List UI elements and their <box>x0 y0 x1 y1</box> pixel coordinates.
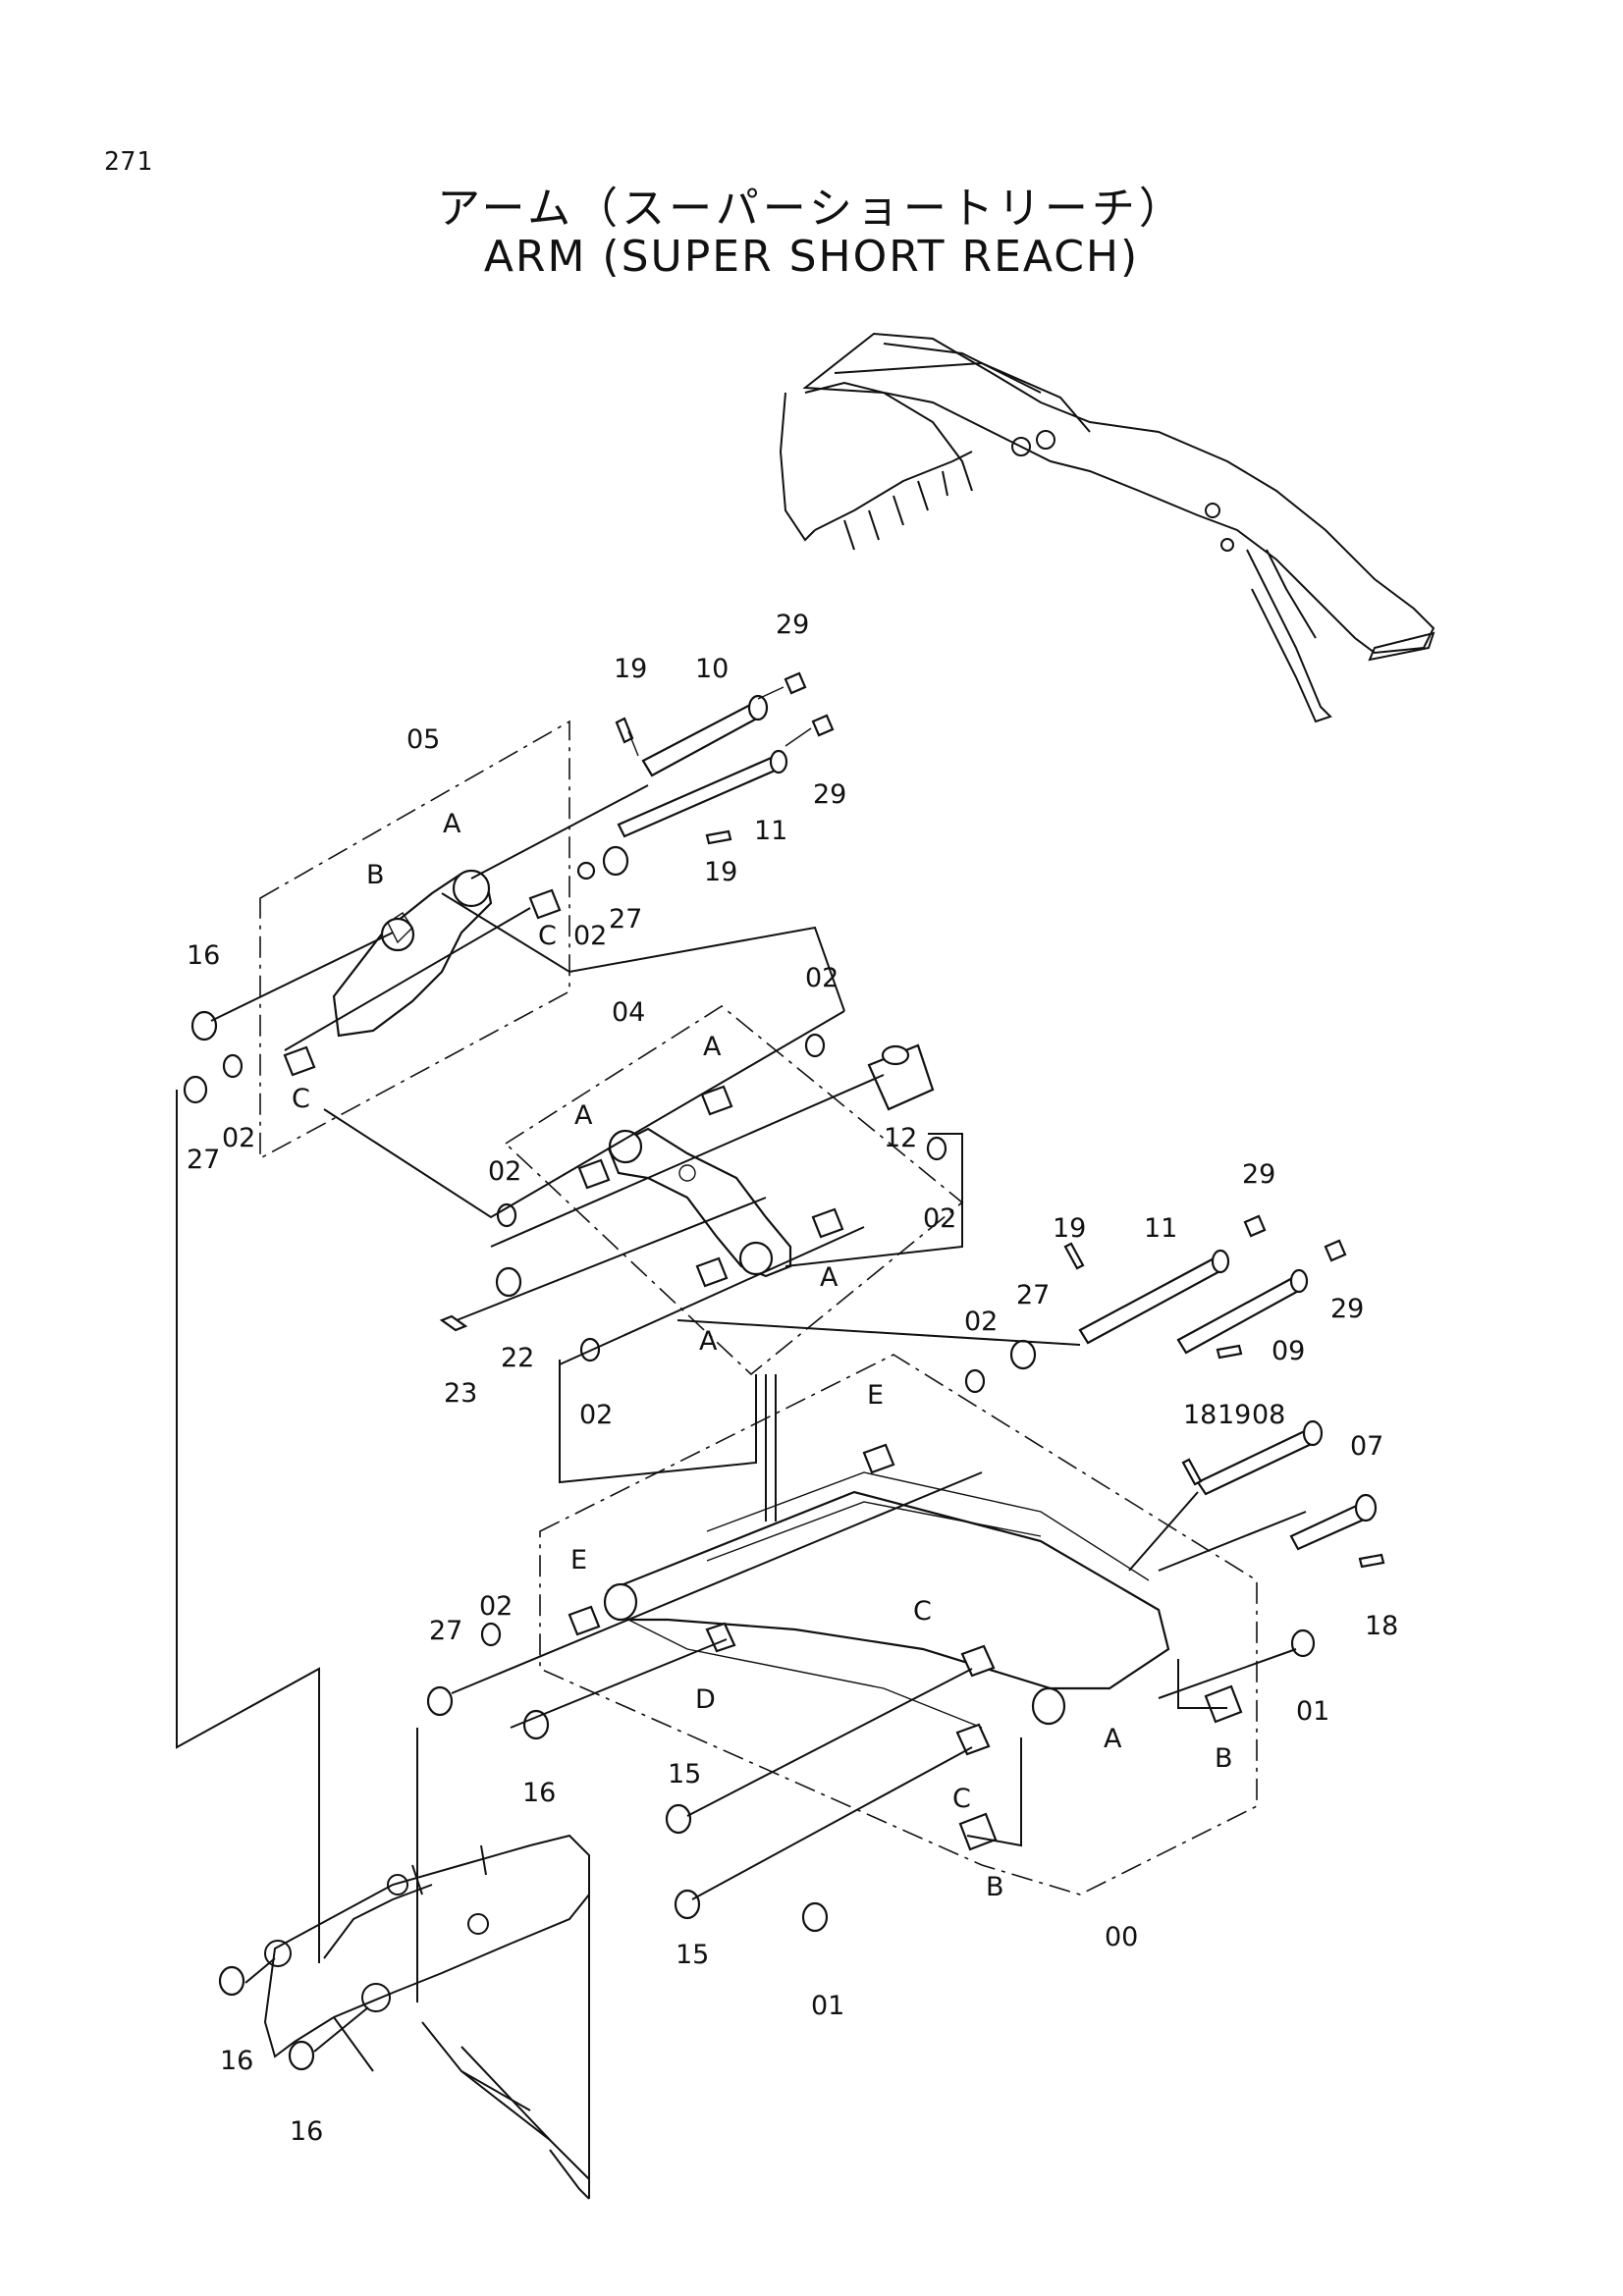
callout-09: 09 <box>1271 1336 1305 1366</box>
letter-B: B <box>1215 1743 1233 1774</box>
callout-11: 11 <box>754 816 787 846</box>
callout-04: 04 <box>612 997 645 1028</box>
callout-05: 05 <box>406 724 440 755</box>
callout-01: 01 <box>1296 1696 1329 1727</box>
callout-11: 11 <box>1144 1213 1177 1244</box>
letter-A: A <box>574 1100 593 1131</box>
letter-A: A <box>820 1262 839 1293</box>
callout-29: 29 <box>1242 1159 1275 1190</box>
letter-A: A <box>703 1032 722 1062</box>
callout-29: 29 <box>776 610 809 640</box>
bucket-illustration <box>218 1834 590 2200</box>
callout-29: 29 <box>1330 1294 1364 1324</box>
callout-19: 19 <box>1053 1213 1086 1244</box>
callout-02: 02 <box>923 1203 956 1234</box>
callout-02: 02 <box>222 1123 255 1153</box>
connection-lines <box>176 1090 418 2002</box>
letter-C: C <box>913 1596 932 1627</box>
letter-A: A <box>1104 1724 1122 1754</box>
callout-07: 07 <box>1350 1431 1383 1462</box>
callout-19: 19 <box>704 857 737 887</box>
callout-19: 19 <box>1217 1400 1251 1430</box>
callout-23: 23 <box>444 1378 477 1409</box>
callout-18: 18 <box>1365 1611 1398 1641</box>
group-00-arm-body <box>426 1214 1385 1933</box>
callout-08: 08 <box>1252 1400 1285 1430</box>
callout-18: 18 <box>1183 1400 1217 1430</box>
callout-01: 01 <box>811 1991 844 2021</box>
group-05-link-assembly <box>183 720 845 1160</box>
callout-16: 16 <box>220 2046 253 2076</box>
callout-02: 02 <box>488 1156 521 1187</box>
arm-overview-illustration <box>779 332 1435 723</box>
callout-02: 02 <box>579 1400 613 1430</box>
callout-00: 00 <box>1105 1922 1138 1952</box>
callout-02: 02 <box>805 963 839 993</box>
page-number: 271 <box>104 147 153 177</box>
letter-B: B <box>986 1872 1004 1902</box>
title-english: ARM (SUPER SHORT REACH) <box>483 232 1140 282</box>
callout-27: 27 <box>187 1145 220 1175</box>
letter-E: E <box>570 1545 587 1575</box>
callout-27: 27 <box>429 1616 462 1646</box>
callout-16: 16 <box>187 940 220 971</box>
group-04-link-assembly <box>323 1005 964 1484</box>
callout-02: 02 <box>964 1307 998 1337</box>
callout-27: 27 <box>609 904 642 934</box>
pins-10-11 <box>615 671 835 845</box>
callout-12: 12 <box>884 1123 917 1153</box>
callout-27: 27 <box>1016 1280 1050 1310</box>
callout-02: 02 <box>573 921 607 951</box>
callout-19: 19 <box>614 654 647 684</box>
callout-15: 15 <box>668 1759 701 1789</box>
title-japanese: アーム（スーパーショートリーチ） <box>437 184 1186 234</box>
letter-C: C <box>952 1784 971 1814</box>
callout-16: 16 <box>290 2116 323 2147</box>
letter-B: B <box>366 860 385 890</box>
callout-22: 22 <box>501 1343 534 1373</box>
letter-A: A <box>443 809 461 839</box>
callout-02: 02 <box>479 1591 513 1622</box>
callout-labels: 29 19 10 05 29 11 19 A B C 02 27 16 02 0… <box>187 610 1398 2147</box>
callout-10: 10 <box>695 654 729 684</box>
callout-16: 16 <box>522 1778 556 1808</box>
letter-A: A <box>699 1326 718 1357</box>
letter-C: C <box>538 921 557 951</box>
letter-E: E <box>867 1380 884 1411</box>
callout-29: 29 <box>813 779 846 810</box>
callout-15: 15 <box>676 1940 709 1970</box>
letter-C: C <box>292 1084 310 1114</box>
letter-D: D <box>695 1684 716 1715</box>
